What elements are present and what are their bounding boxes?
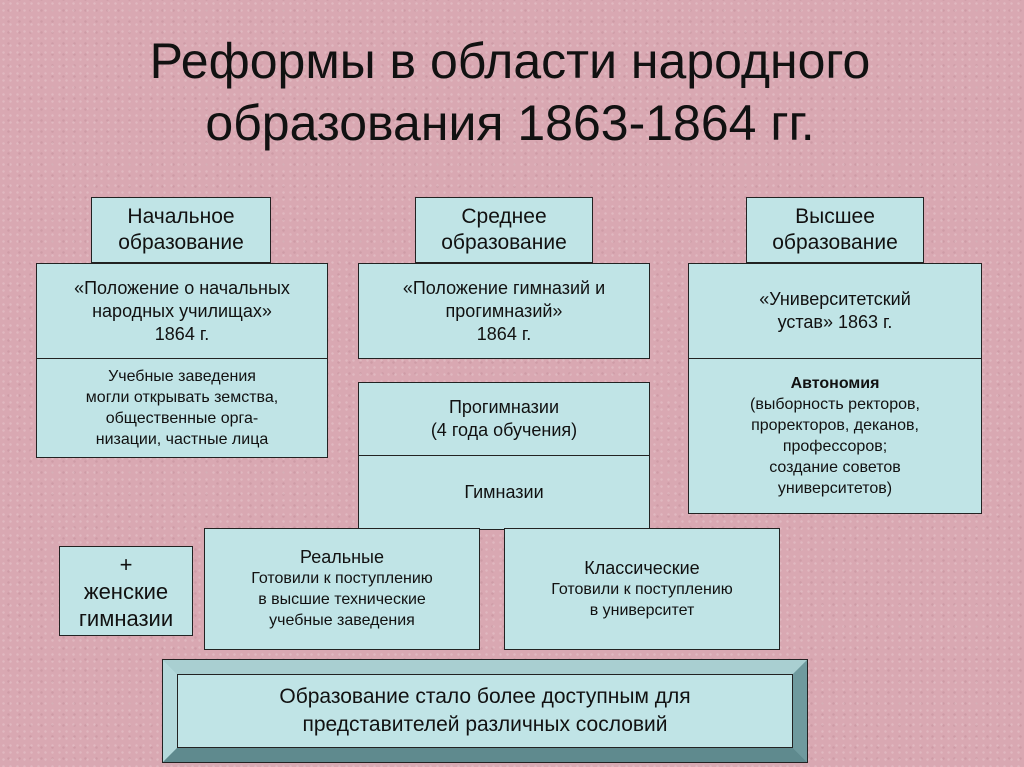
title-line-1: Реформы в области народного <box>149 33 871 89</box>
higher-education-header: Высшее образование <box>746 197 924 263</box>
higher-education-document: «Университетский устав» 1863 г. <box>688 263 982 359</box>
secondary-education-document: «Положение гимназий и прогимназий» 1864 … <box>358 263 650 359</box>
primary-education-document: «Положение о начальных народных училищах… <box>36 263 328 359</box>
women-gymnasium-box: + женские гимназии <box>59 546 193 636</box>
conclusion-text: Образование стало более доступным для пр… <box>177 674 793 748</box>
primary-education-header: Начальное образование <box>91 197 271 263</box>
primary-education-note: Учебные заведения могли открывать земств… <box>36 358 328 458</box>
progymnasium-box: Прогимназии (4 года обучения) <box>358 382 650 456</box>
autonomy-title: Автономия <box>790 375 880 392</box>
page-title: Реформы в области народного образования … <box>60 30 960 154</box>
classical-gymnasium-box: Классические Готовили к поступлению в ун… <box>504 528 780 650</box>
real-gymnasium-box: Реальные Готовили к поступлению в высшие… <box>204 528 480 650</box>
title-line-2: образования 1863-1864 гг. <box>205 95 815 151</box>
university-autonomy-box: Автономия (выборность ректоров, проректо… <box>688 358 982 514</box>
gymnasium-box: Гимназии <box>358 455 650 530</box>
secondary-education-header: Среднее образование <box>415 197 593 263</box>
conclusion-frame: Образование стало более доступным для пр… <box>162 659 808 763</box>
